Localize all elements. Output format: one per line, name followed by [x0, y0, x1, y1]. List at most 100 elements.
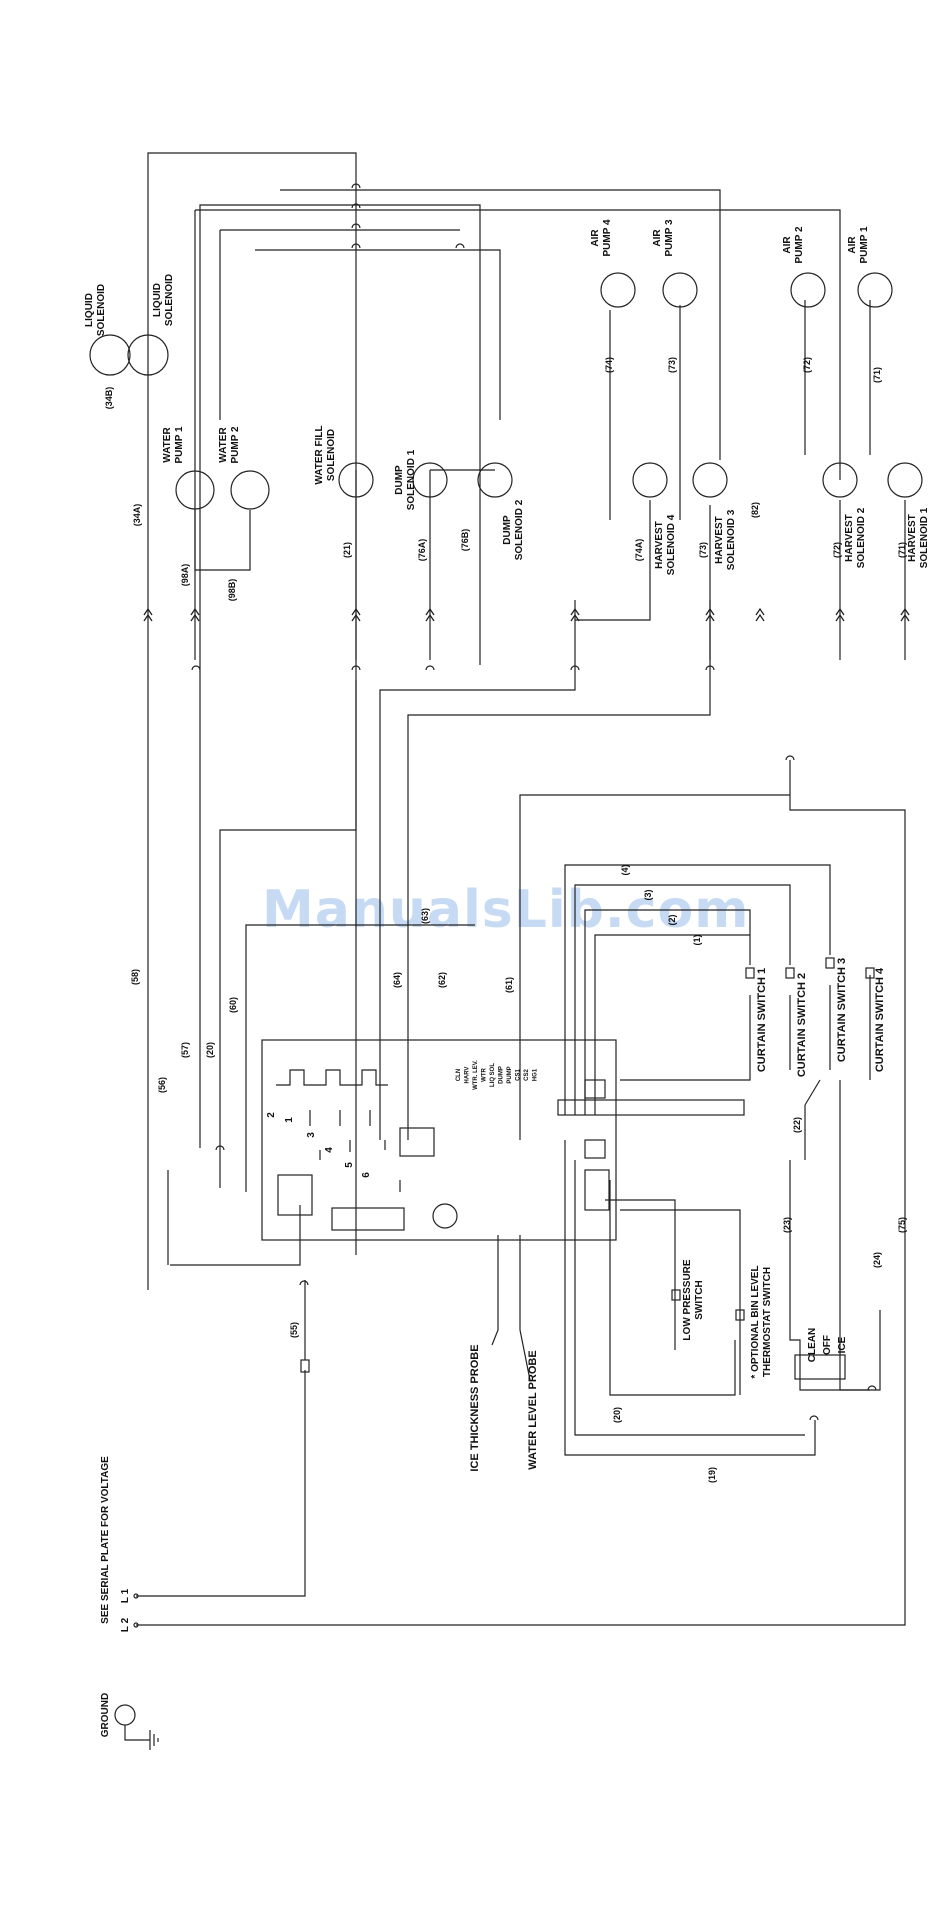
wire-60	[245, 924, 475, 1192]
wire-number-w98a: (98A)	[180, 564, 190, 587]
wire-73	[679, 305, 711, 660]
dump-solenoid-1-label-1: SOLENOID 1	[406, 449, 417, 510]
wire-probe-ice	[491, 1235, 499, 1346]
led-label-5: LIQ SOL	[490, 1063, 496, 1087]
wire-number-w34a: (34A)	[132, 504, 142, 527]
air-pump-2-coil	[790, 272, 826, 308]
l2-label: L 2	[120, 1617, 131, 1632]
wire-number-w76a: (76A)	[417, 539, 427, 562]
curtain-switch-3-contact	[825, 957, 835, 969]
led-label-9: CS2	[524, 1069, 530, 1081]
wire-20-main	[219, 680, 357, 1188]
wire-number-w72b: (72)	[832, 542, 842, 558]
clean-off-ice-label-1: OFF	[822, 1335, 833, 1355]
wire-number-w20: (20)	[612, 1407, 622, 1423]
wire-20-low	[574, 1160, 805, 1436]
bin-level-switch-label-1: THERMOSTAT SWITCH	[762, 1267, 773, 1377]
relay-number-2: 1	[284, 1117, 295, 1123]
liquid-solenoid-1-label-0: LIQUID	[84, 293, 95, 327]
wire-number-w98b: (98B)	[227, 579, 237, 602]
wire-number-w55: (55)	[289, 1322, 299, 1338]
l2-terminal	[133, 1622, 139, 1628]
curtain-switch-2-contact	[785, 967, 795, 979]
harvest-solenoid-2-coil	[822, 462, 858, 498]
clean-off-ice-label-0: CLEAN	[807, 1328, 818, 1362]
harvest-solenoid-1-label-1: SOLENOID 1	[919, 507, 930, 568]
wire-24	[789, 1160, 870, 1391]
air-pump-2-label-1: PUMP 2	[794, 226, 805, 263]
curtain-switch-1-label: CURTAIN SWITCH 1	[756, 968, 768, 1072]
wire-number-w82: (82)	[750, 502, 760, 518]
wire-number-w76b: (76B)	[460, 529, 470, 552]
wire-number-w19: (19)	[707, 1467, 717, 1483]
water-level-probe-label: WATER LEVEL PROBE	[527, 1350, 539, 1469]
wire-number-w22: (22)	[792, 1117, 802, 1133]
led-label-1: CLN	[456, 1069, 462, 1081]
wire-number-w74a: (74A)	[634, 539, 644, 562]
wire-cs-common	[620, 975, 871, 1081]
curtain-switch-1-contact	[745, 967, 755, 979]
wire-bus-top2	[219, 229, 460, 420]
air-pump-1-label-0: AIR	[847, 236, 858, 254]
wire-number-w61: (61)	[504, 977, 514, 993]
water-pump-1-label-0: WATER	[162, 427, 173, 463]
water-pump-2-coil	[230, 470, 270, 510]
harvest-solenoid-3-coil	[692, 462, 728, 498]
air-pump-3-label-0: AIR	[652, 229, 663, 247]
wire-number-w24: (24)	[872, 1252, 882, 1268]
led-label-4: WTR	[482, 1068, 488, 1082]
wire-number-w2: (2)	[667, 914, 677, 925]
curtain-switch-4-label: CURTAIN SWITCH 4	[874, 967, 886, 1072]
wire-number-w72a: (72)	[802, 357, 812, 373]
relay-number-5: 5	[344, 1162, 355, 1168]
bin-level-switch-label-0: * OPTIONAL BIN LEVEL	[750, 1265, 761, 1378]
harvest-solenoid-4-label-0: HARVEST	[654, 521, 665, 569]
harvest-solenoid-3-label-0: HARVEST	[714, 516, 725, 564]
wire-l1	[136, 1280, 306, 1597]
relay-number-3: 3	[306, 1132, 317, 1138]
dump-solenoid-1-label-0: DUMP	[394, 465, 405, 495]
led-label-3: WTR. LEV.	[473, 1060, 479, 1090]
liquid-solenoid-2-coil	[127, 334, 169, 376]
wire-number-w73b: (73)	[698, 542, 708, 558]
air-pump-3-label-1: PUMP 3	[664, 219, 675, 256]
harvest-solenoid-1-coil	[887, 462, 923, 498]
wire-bus-top3	[255, 249, 501, 420]
voltage-note: SEE SERIAL PLATE FOR VOLTAGE	[100, 1456, 111, 1624]
harvest-solenoid-4-label-1: SOLENOID 4	[666, 514, 677, 575]
wire-3	[574, 884, 791, 1115]
wire-number-w71b: (71)	[897, 542, 907, 558]
water-pump-1-coil	[175, 470, 215, 510]
wire-l2	[136, 760, 906, 1626]
water-pump-2-label-1: PUMP 2	[230, 426, 241, 463]
ice-thickness-probe-label: ICE THICKNESS PROBE	[469, 1344, 481, 1471]
wire-number-w21: (21)	[342, 542, 352, 558]
ground-symbol-icon	[114, 1704, 136, 1726]
dump-solenoid-2-label-1: SOLENOID 2	[514, 499, 525, 560]
wire-71	[869, 300, 906, 660]
low-pressure-switch-label-0: LOW PRESSURE	[682, 1259, 693, 1340]
relay-number-6: 6	[361, 1172, 372, 1178]
wire-64	[379, 600, 576, 1140]
wire-76	[429, 469, 495, 660]
clean-off-ice-label-2: ICE	[837, 1336, 848, 1353]
liquid-solenoid-2-label-0: LIQUID	[152, 283, 163, 317]
wire-number-w1: (1)	[692, 934, 702, 945]
liquid-solenoid-2-label-1: SOLENOID	[164, 274, 175, 326]
water-fill-solenoid-label-0: WATER FILL	[314, 425, 325, 484]
harvest-solenoid-3-label-1: SOLENOID 3	[726, 509, 737, 570]
wire-number-w20b: (20)	[205, 1042, 215, 1058]
led-label-7: PUMP	[507, 1066, 513, 1083]
wire-bus-top4	[280, 189, 721, 460]
harvest-solenoid-4-coil	[632, 462, 668, 498]
harvest-solenoid-2-label-1: SOLENOID 2	[856, 507, 867, 568]
wire-number-w58: (58)	[130, 969, 140, 985]
crossovers	[191, 183, 877, 1421]
connector-row	[143, 607, 910, 622]
wire-number-w56: (56)	[157, 1077, 167, 1093]
bin-level-contact	[735, 1309, 745, 1321]
led-label-2: HARV	[465, 1067, 471, 1084]
curtain-switch-2-label: CURTAIN SWITCH 2	[796, 973, 808, 1077]
wire-22	[804, 1079, 821, 1160]
